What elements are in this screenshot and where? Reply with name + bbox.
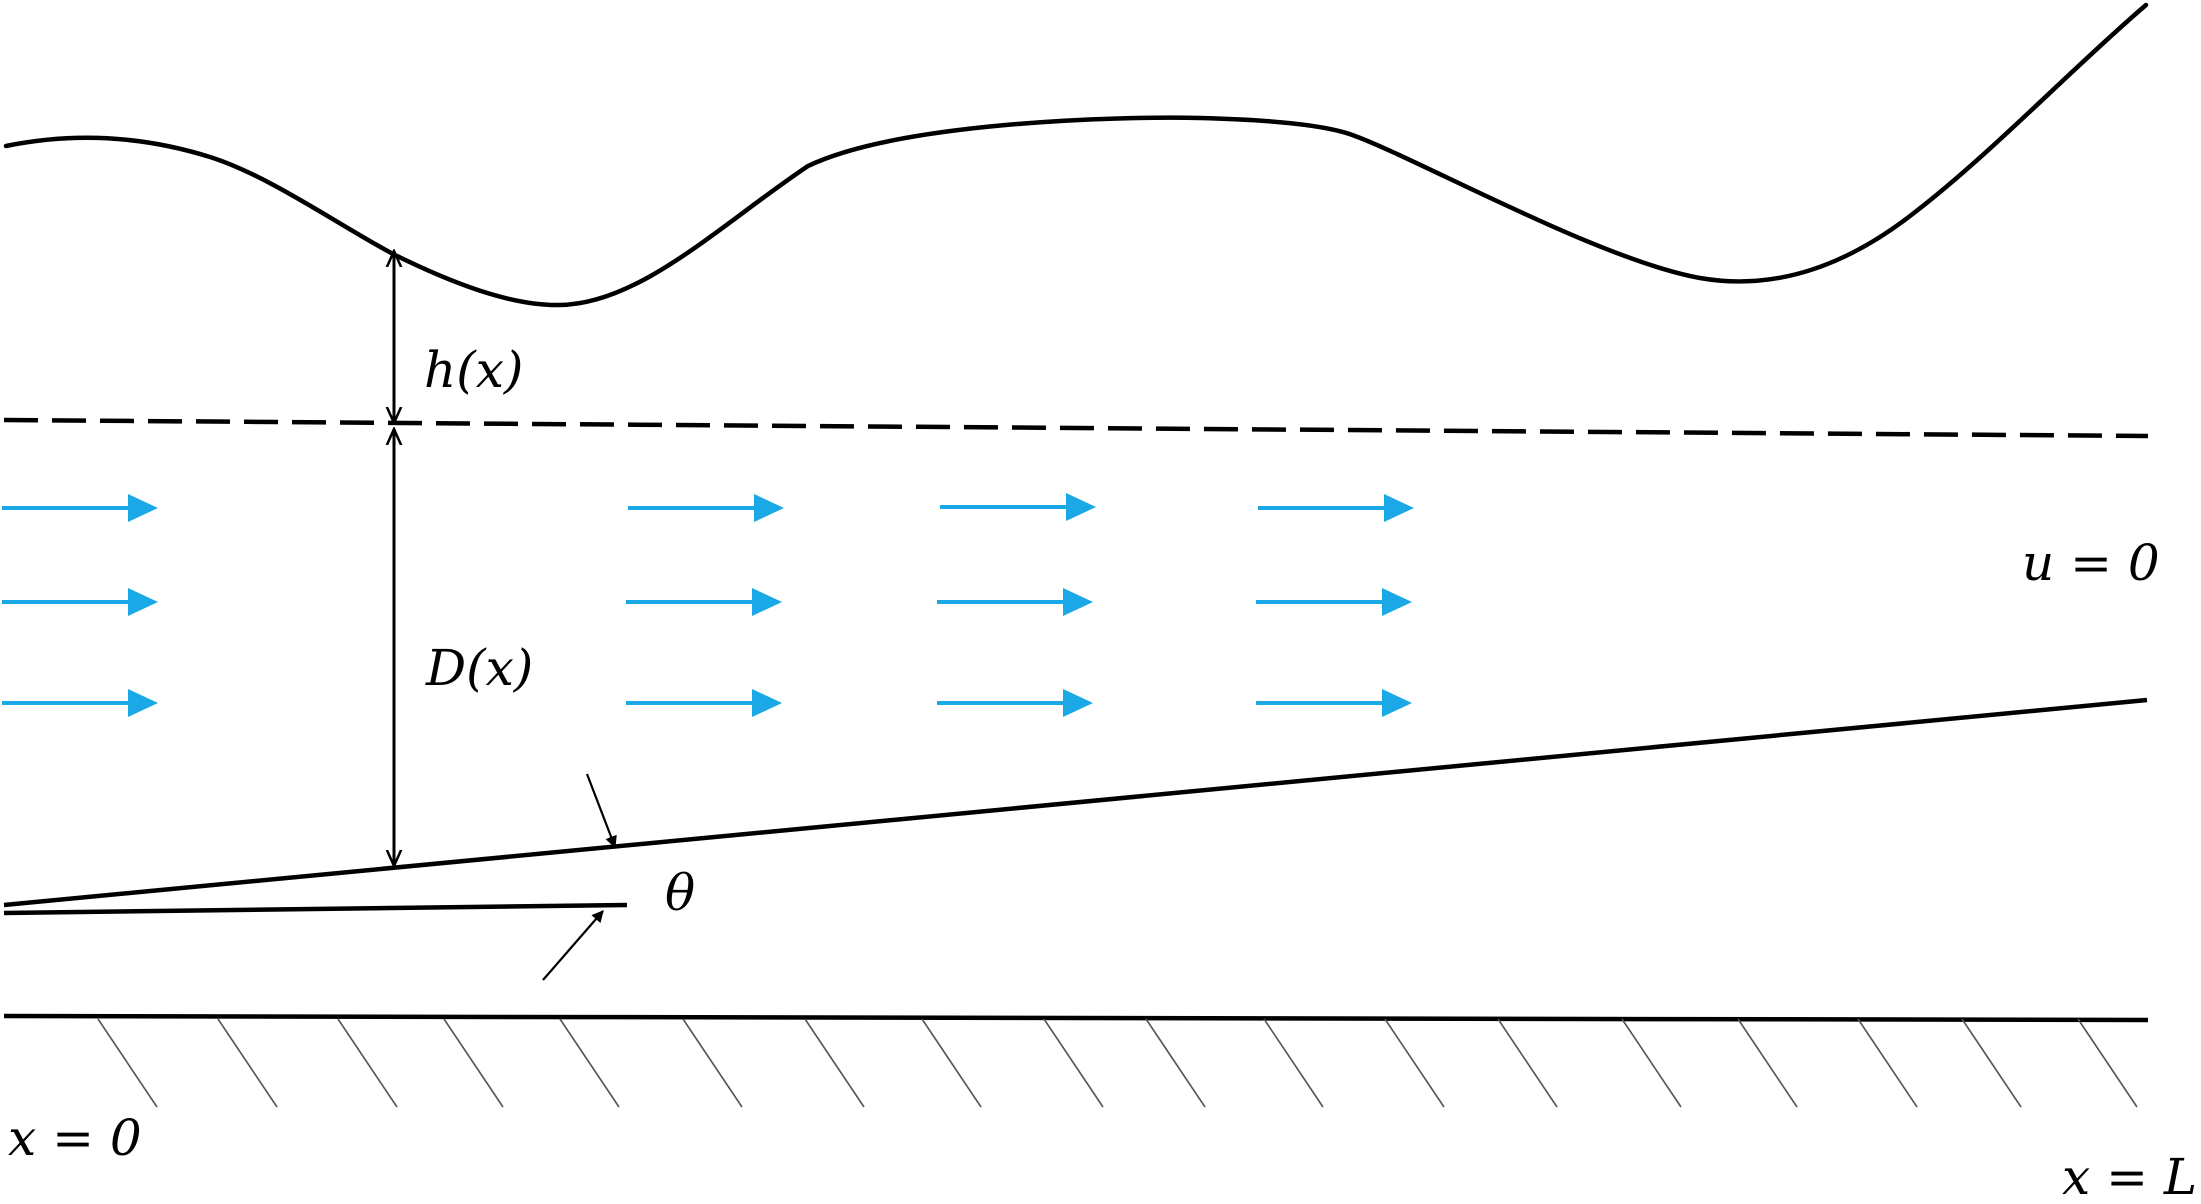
hatch-line xyxy=(97,1018,158,1108)
flow-arrow xyxy=(626,689,782,717)
flow-arrow xyxy=(2,689,158,717)
hatch-line xyxy=(559,1018,620,1108)
angle-pointer-lower xyxy=(542,910,604,981)
hatch-line xyxy=(1497,1018,1558,1108)
flow-arrow xyxy=(940,493,1096,521)
flow-arrow xyxy=(937,588,1093,616)
depth-label: D(x) xyxy=(425,639,533,697)
inclined-bed-line xyxy=(3,697,2148,908)
flow-arrow xyxy=(1258,494,1414,522)
free-surface-curve xyxy=(3,2,2149,308)
flow-arrow xyxy=(628,494,784,522)
ground-line xyxy=(3,1013,2149,1023)
flow-arrow xyxy=(1256,689,1412,717)
hatch-line xyxy=(804,1018,865,1108)
flow-arrows xyxy=(2,493,1414,717)
hatch-line xyxy=(1621,1018,1682,1108)
hatch-line xyxy=(337,1018,398,1108)
hatch-line xyxy=(1961,1018,2022,1108)
flow-arrow xyxy=(2,588,158,616)
velocity-label: u = 0 xyxy=(2022,534,2160,592)
interface-dashed-line xyxy=(3,417,2149,439)
flow-arrow xyxy=(626,588,782,616)
hatch-line xyxy=(217,1018,278,1108)
x-end-label: x = L xyxy=(2062,1148,2197,1204)
hatch-line xyxy=(1737,1018,1798,1108)
hatch-line xyxy=(921,1018,982,1108)
hatch-line xyxy=(443,1018,504,1108)
height-label: h(x) xyxy=(424,341,523,399)
hatch-line xyxy=(2077,1018,2138,1108)
flow-arrow xyxy=(937,689,1093,717)
hatch-line xyxy=(682,1018,743,1108)
flow-arrow xyxy=(1256,588,1412,616)
flow-arrow xyxy=(2,494,158,522)
horizontal-reference-line xyxy=(3,902,628,916)
hatch-line xyxy=(1384,1018,1445,1108)
x-start-label: x = 0 xyxy=(8,1109,142,1167)
hatch-line xyxy=(1043,1018,1104,1108)
hatch-line xyxy=(1857,1018,1918,1108)
ground-hatching xyxy=(97,1018,2138,1108)
hatch-line xyxy=(1263,1018,1324,1108)
angle-pointer-upper xyxy=(585,773,617,849)
hatch-line xyxy=(1145,1018,1206,1108)
angle-label: θ xyxy=(665,864,695,922)
